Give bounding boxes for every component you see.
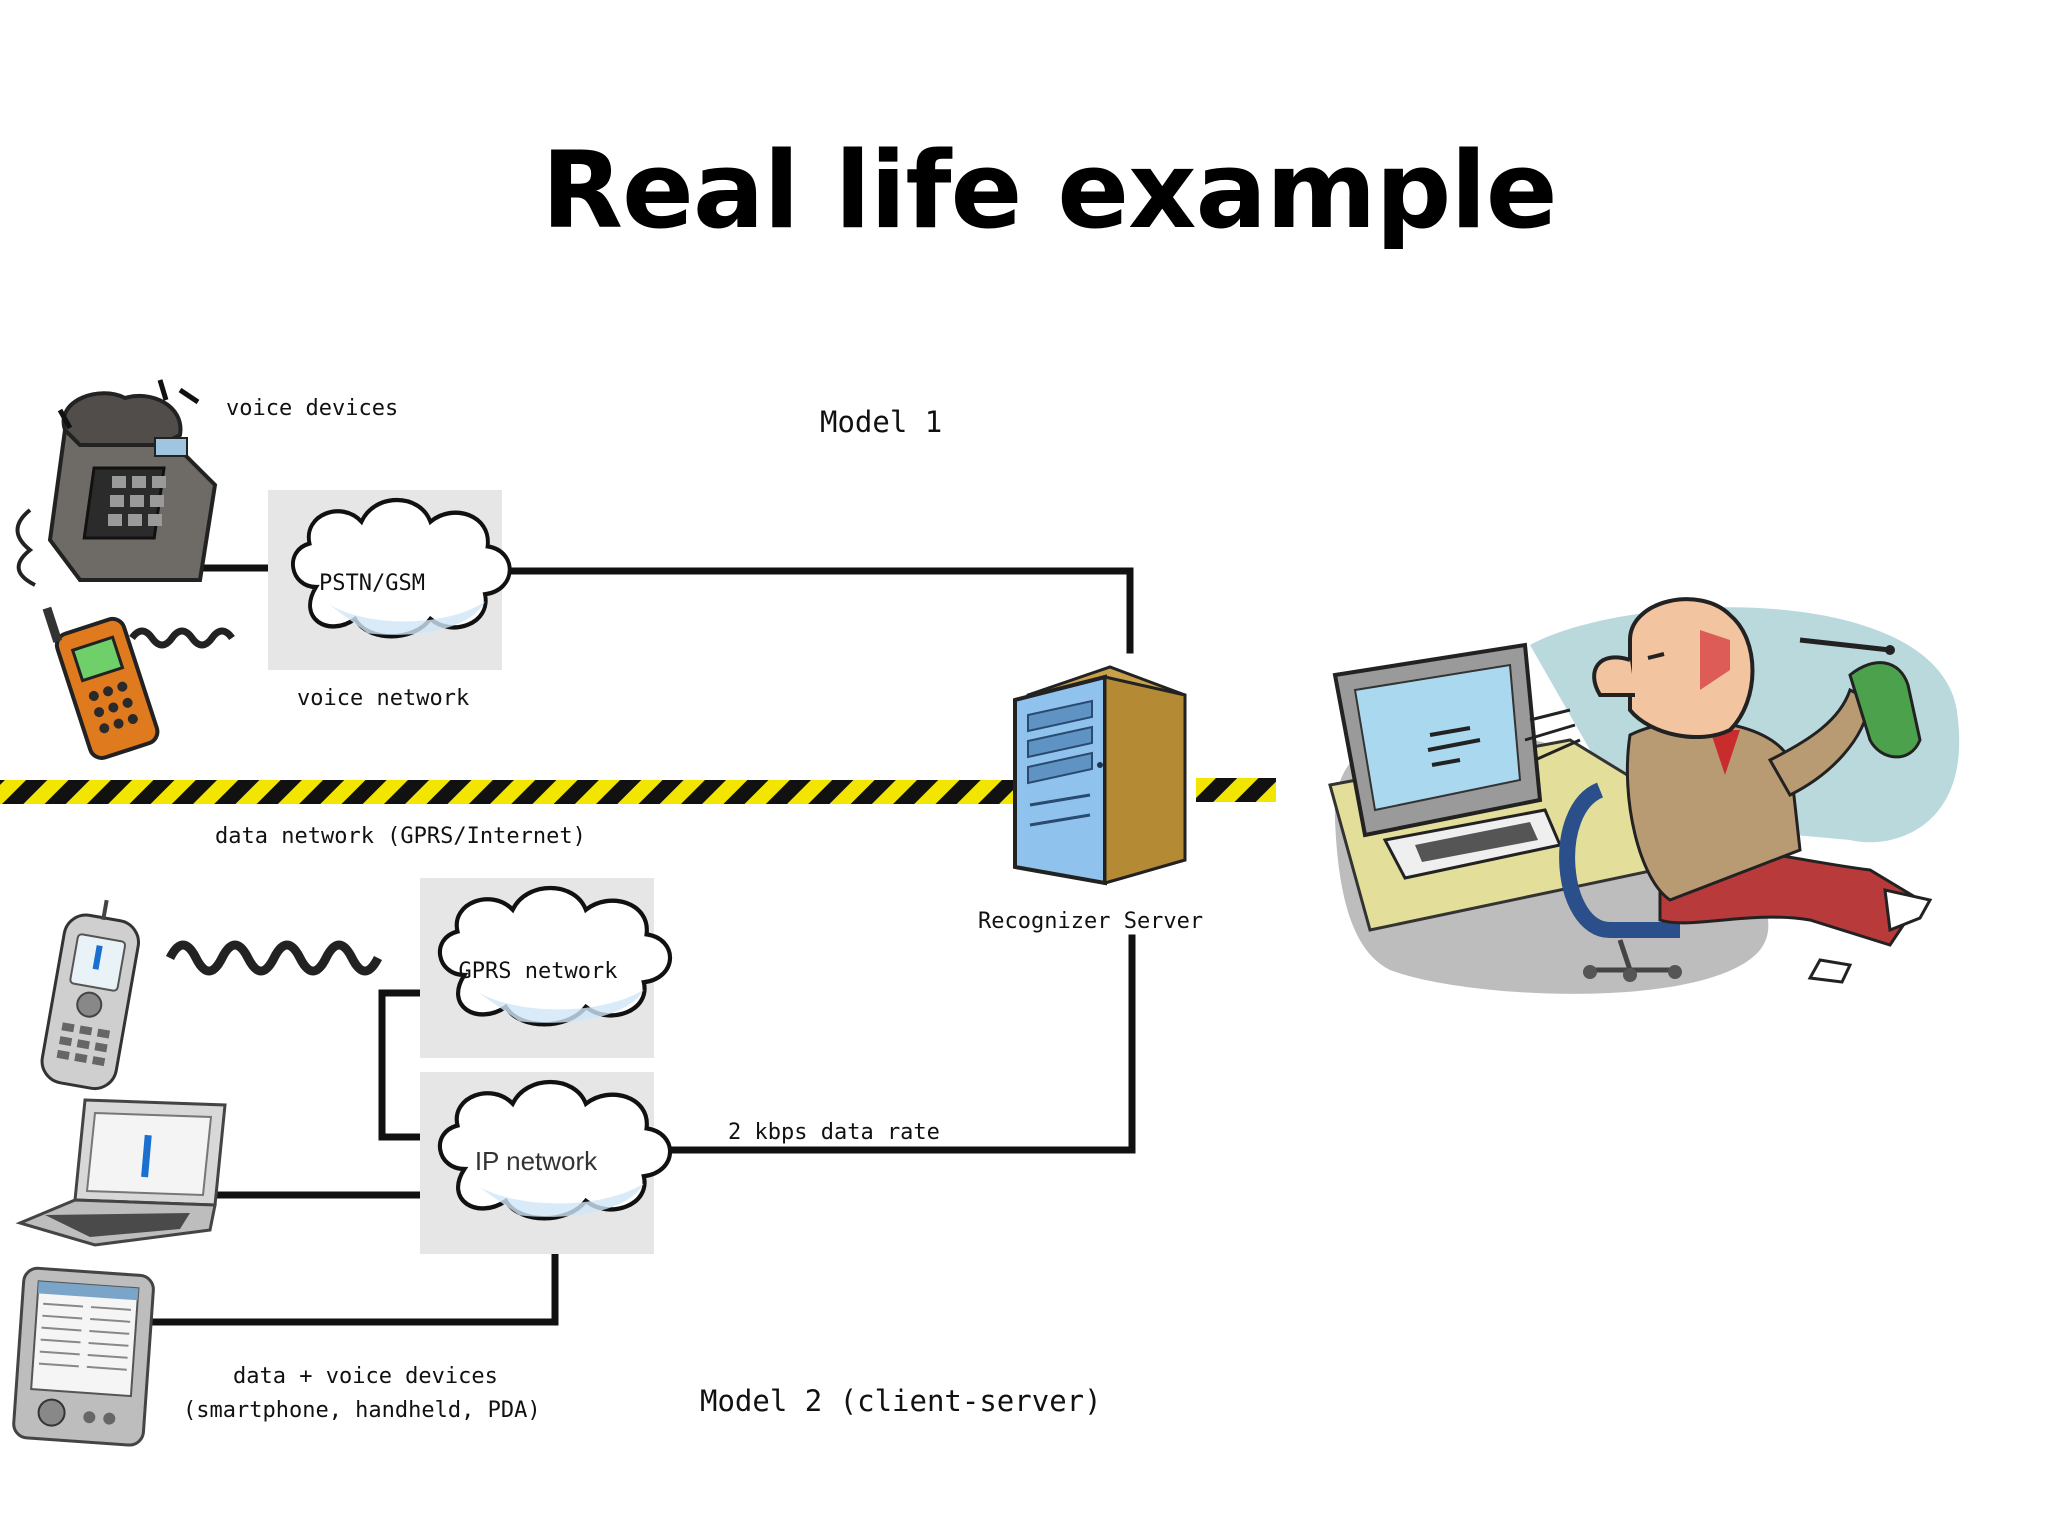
- ip-network-label: IP network: [475, 1146, 598, 1176]
- recognizer-server-label: Recognizer Server: [978, 909, 1203, 934]
- model2-label: Model 2 (client-server): [700, 1384, 1102, 1418]
- gprs-network-label: GPRS network: [459, 959, 618, 984]
- pstn-gsm-cloud: PSTN/GSM: [268, 490, 510, 670]
- data-voice-devices-label: data + voice devices: [233, 1364, 498, 1389]
- ip-network-cloud: IP network: [420, 1072, 670, 1254]
- pda-icon: [12, 1266, 155, 1447]
- data-network-label: data network (GPRS/Internet): [215, 824, 586, 849]
- desk-phone-icon: [15, 379, 218, 587]
- data-rate-label: 2 kbps data rate: [728, 1120, 940, 1145]
- wireless-signal-1: [129, 627, 235, 649]
- voice-network-label: voice network: [297, 686, 469, 711]
- voice-devices-label: voice devices: [226, 396, 398, 421]
- person-at-computer-illustration: [1328, 597, 1960, 994]
- model1-label: Model 1: [820, 405, 942, 439]
- slide-title: Real life example: [541, 129, 1557, 252]
- data-network-divider-left: [0, 780, 1018, 804]
- smartphone-icon: [40, 899, 140, 1091]
- data-network-divider-right: [1196, 778, 1276, 802]
- cell-phone-icon: [42, 606, 160, 760]
- model2-connections: [148, 934, 1136, 1326]
- device-examples-label: (smartphone, handheld, PDA): [183, 1398, 541, 1423]
- pstn-gsm-label: PSTN/GSM: [319, 571, 425, 596]
- server-tower-icon: [1013, 665, 1187, 886]
- laptop-icon: [15, 1098, 227, 1247]
- gprs-network-cloud: GPRS network: [420, 878, 670, 1058]
- wireless-signal-2: [165, 940, 383, 976]
